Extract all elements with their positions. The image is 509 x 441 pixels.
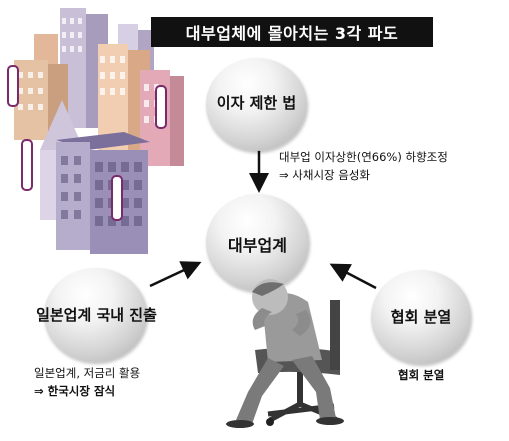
node-left-label: 일본업계 국내 진출 [36,306,157,324]
node-center-bubble [206,194,309,291]
node-right-label: 협회 분열 [390,308,452,326]
top-caption-line2: ⇒ 사채시장 음성화 [279,168,371,182]
node-center-label: 대부업계 [228,236,287,255]
right-caption-line1: 협회 분열 [398,368,445,382]
left-caption-line2: ⇒ 한국시장 잠식 [34,384,116,398]
right-caption: 협회 분열 [398,366,444,384]
arrow-right-to-center [329,263,377,290]
node-left-bubble [44,268,147,362]
top-caption-line1: 대부업 이자상한(연66%) 하향조정 [279,150,448,164]
diagram-title: 대부업체에 몰아치는 3각 파도 [151,17,433,47]
node-right-bubble [371,270,471,364]
node-top-label: 이자 제한 법 [216,94,297,112]
arrow-left-to-center [149,261,202,288]
node-top-bubble [206,58,307,151]
top-caption: 대부업 이자상한(연66%) 하향조정 ⇒ 사채시장 음성화 [279,148,448,184]
left-caption: 일본업계, 저금리 활용 ⇒ 한국시장 잠식 [34,364,140,400]
left-caption-line1: 일본업계, 저금리 활용 [34,366,141,380]
